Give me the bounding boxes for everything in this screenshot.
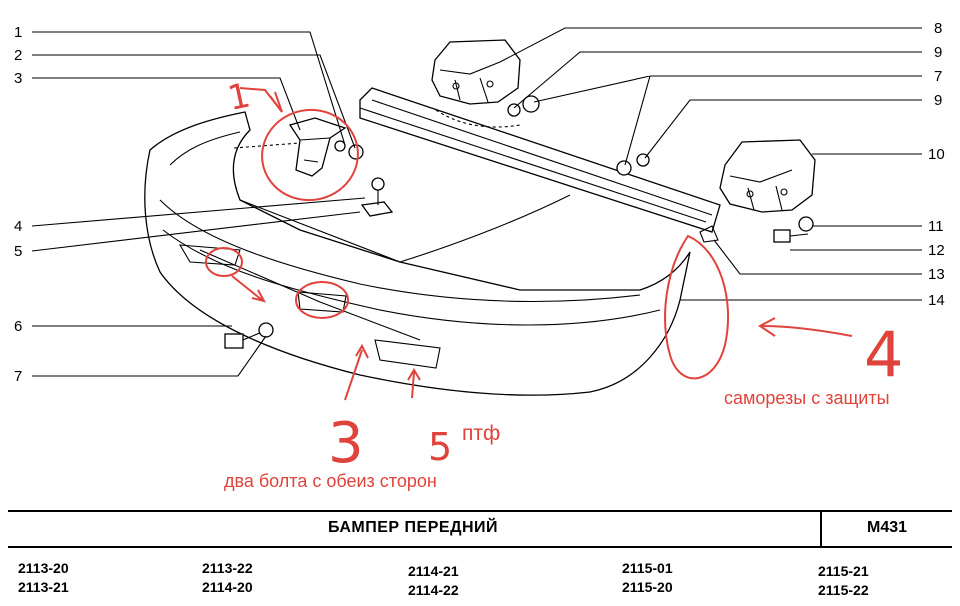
model-code: 2113-20 (18, 560, 69, 576)
model-code: 2114-20 (202, 579, 253, 595)
fasteners (224, 95, 814, 349)
model-code: 2113-21 (18, 579, 69, 595)
parts-diagram: 1 2 3 4 5 6 7 8 9 7 9 10 11 12 13 14 1 3… (14, 20, 945, 491)
model-column-1: 2113-20 2113-21 (18, 559, 69, 597)
annotation-mark-1: 1 (224, 75, 253, 119)
annotation-mark-3: 3 (328, 411, 364, 476)
model-column-2: 2113-22 2114-20 (202, 559, 253, 597)
red-markup (205, 87, 853, 401)
bracket-8 (431, 39, 521, 105)
callout-7-right: 7 (934, 68, 942, 85)
model-column-4: 2115-01 2115-20 (622, 559, 673, 597)
callout-11: 11 (928, 218, 944, 235)
callout-numbers: 1 2 3 4 5 6 7 8 9 7 9 10 11 12 13 14 (14, 20, 945, 385)
model-column-3: 2114-21 2114-22 (408, 562, 459, 600)
callout-5: 5 (14, 243, 22, 260)
annotation-two-bolts: два болта с обеиз сторон (224, 471, 437, 491)
model-code: 2115-21 (818, 563, 869, 579)
annotation-ptf: птф (462, 422, 500, 445)
title-block: БАМПЕР ПЕРЕДНИЙ М431 (8, 510, 952, 548)
side-bracket-1 (288, 117, 347, 177)
model-code: 2114-21 (408, 563, 459, 579)
callout-13: 13 (928, 266, 945, 283)
callout-2: 2 (14, 47, 22, 64)
callout-1: 1 (14, 24, 22, 41)
callout-8: 8 (934, 20, 942, 37)
annotation-mark-5: 5 (428, 425, 452, 469)
model-code: 2114-22 (408, 582, 459, 598)
callout-9-right: 9 (934, 92, 942, 109)
callout-9-top: 9 (934, 44, 942, 61)
title-divider (820, 512, 822, 546)
callout-4: 4 (14, 218, 22, 235)
bracket-10 (719, 139, 816, 213)
annotation-mark-4: 4 (864, 318, 903, 391)
bumper-beam (359, 87, 721, 243)
model-code: 2115-01 (622, 560, 673, 576)
model-code: 2115-20 (622, 579, 673, 595)
callout-10: 10 (928, 146, 945, 163)
bumper-cover (144, 111, 691, 396)
red-annotation-text: 1 3 5 4 птф два болта с обеиз сторон сам… (224, 75, 903, 491)
clip-4 (360, 177, 394, 217)
callout-3: 3 (14, 70, 22, 87)
callout-12: 12 (928, 242, 945, 259)
callout-14: 14 (928, 292, 945, 309)
catalog-code: М431 (866, 519, 908, 536)
model-code: 2115-22 (818, 582, 869, 598)
page-title: БАМПЕР ПЕРЕДНИЙ (327, 519, 499, 536)
model-column-5: 2115-21 2115-22 (818, 562, 869, 600)
callout-7-left: 7 (14, 368, 22, 385)
callout-6: 6 (14, 318, 22, 335)
model-code: 2113-22 (202, 560, 253, 576)
annotation-self-tapping: саморезы с защиты (724, 388, 890, 408)
